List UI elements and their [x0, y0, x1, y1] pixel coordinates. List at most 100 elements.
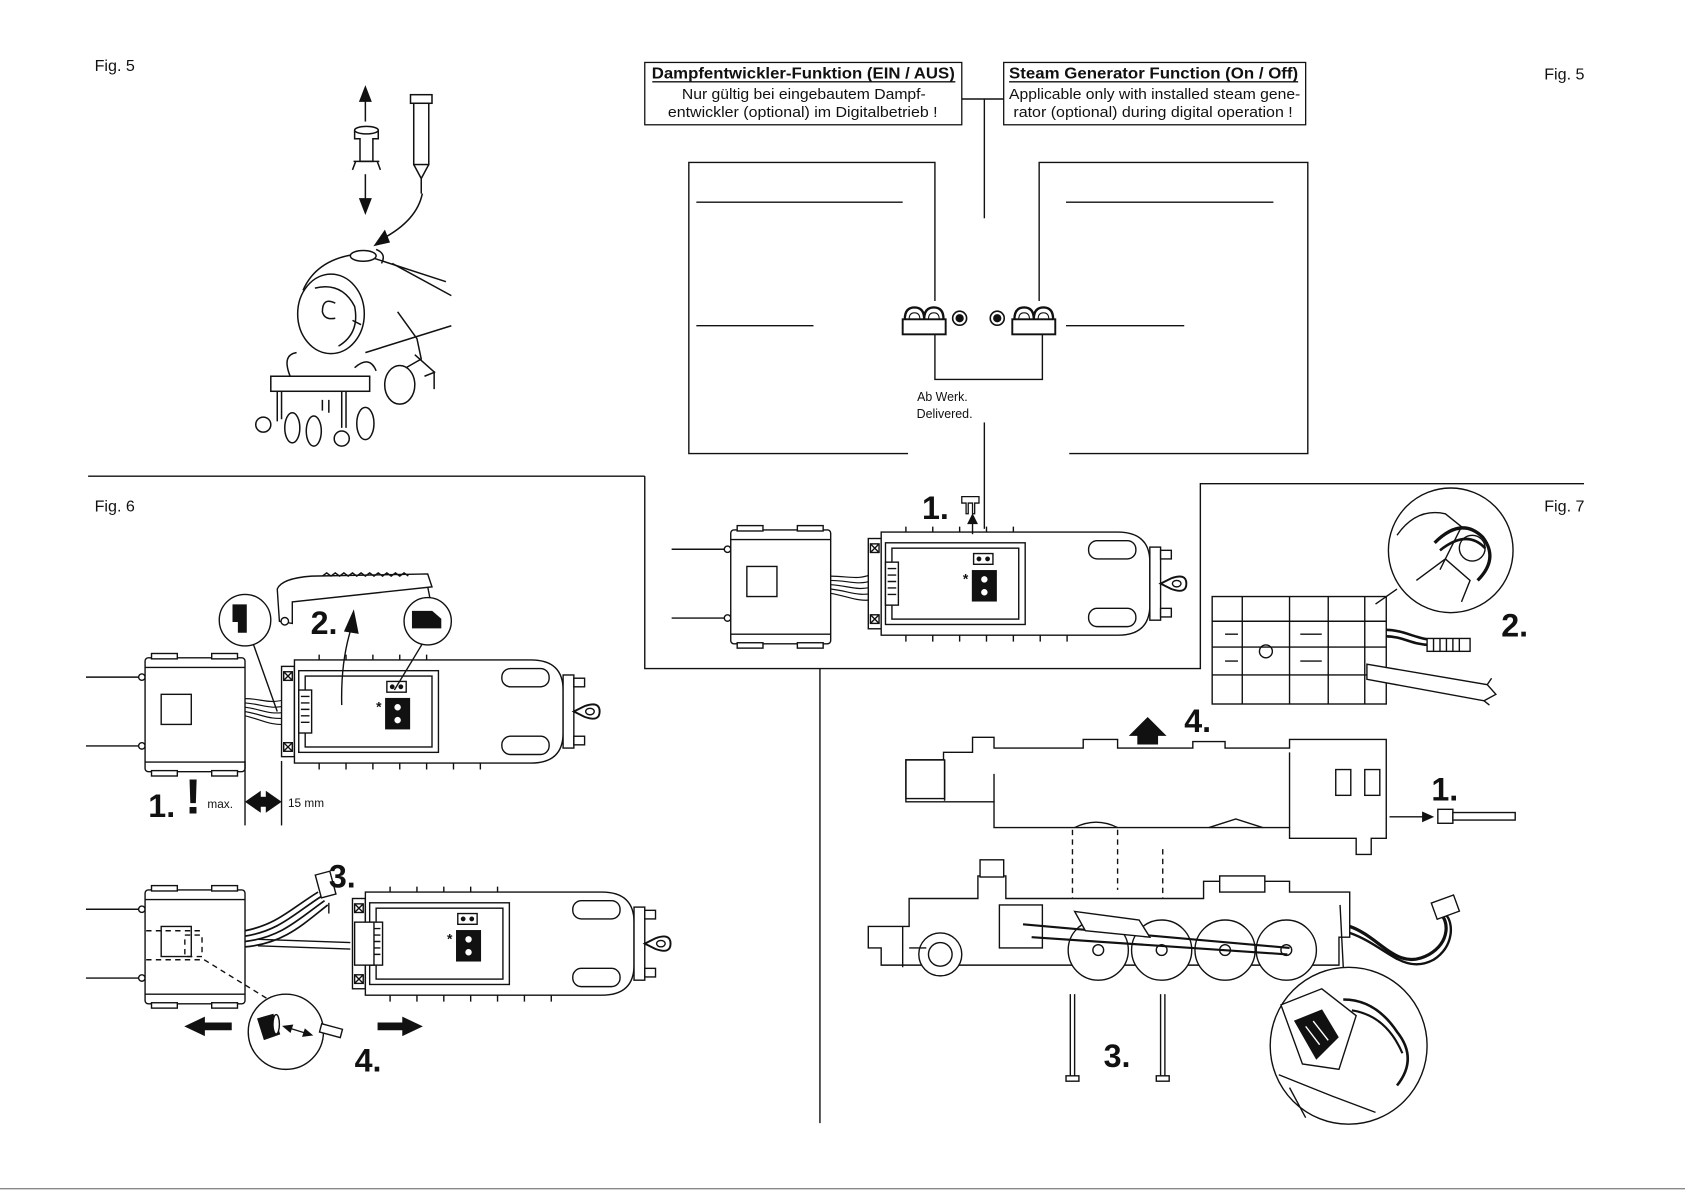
steam-generator-box-de: Dampfentwickler-Funktion (EIN / AUS) Nur…	[644, 61, 963, 126]
fig6-max-label: max.	[207, 797, 233, 811]
fig5-smoke-unit-drawing	[255, 85, 452, 447]
door-handle	[321, 300, 336, 320]
jumper-pair-on-icon	[1011, 306, 1057, 336]
figure-label-fig5-right: Fig. 5	[1544, 66, 1584, 84]
coupling-rod	[1031, 936, 1288, 956]
center-step-1-label: 1.	[922, 490, 949, 526]
steam-generator-title-en: Steam Generator Function (On / Off)	[1009, 65, 1298, 83]
steam-jumper-plug-icon	[961, 495, 980, 515]
figure-label-fig5-left: Fig. 5	[95, 57, 135, 75]
fig6-step-2-label: 2.	[311, 605, 338, 641]
tender-cable-bundle	[830, 573, 873, 601]
lift-body-arrow-icon	[1128, 716, 1167, 745]
wire	[1386, 628, 1430, 641]
fig6-gap-label: 15 mm	[288, 796, 324, 810]
air-pump	[979, 859, 1005, 878]
wire	[1386, 635, 1430, 647]
curved-arrow-icon	[373, 193, 424, 247]
smokebox-door	[296, 273, 366, 355]
chimney-opening	[349, 249, 377, 263]
jumper-pin-icon	[989, 310, 1006, 327]
fig7-step-1-label: 1.	[1431, 772, 1458, 808]
factory-setting-label-de: Ab Werk.	[917, 389, 968, 404]
driving-wheel	[1255, 919, 1318, 981]
shell-texture	[321, 572, 409, 577]
steam-generator-title-de: Dampfentwickler-Funktion (EIN / AUS)	[652, 65, 955, 83]
steam-generator-note-en-line2: rator (optional) during digital operatio…	[1013, 105, 1292, 121]
tender-cable-bundle	[244, 891, 329, 948]
wire-connector	[1430, 894, 1461, 921]
arrow-up-icon	[358, 85, 372, 122]
buffer-beam	[270, 375, 371, 393]
smoke-deflector	[396, 311, 423, 369]
jumper-pair-off-icon	[901, 306, 947, 336]
cable-plug	[314, 870, 337, 899]
fig6-top-drawing	[85, 572, 601, 826]
buffer	[255, 416, 272, 433]
wheel	[284, 412, 301, 444]
fig7-step-3-label: 3.	[1104, 1038, 1131, 1074]
fig6-bottom-drawing	[85, 870, 672, 1071]
inset-zoom-callout	[1375, 487, 1514, 614]
fig7-drawing	[867, 487, 1516, 1125]
arrow-down-icon	[358, 174, 372, 215]
cab-window	[1335, 768, 1352, 797]
steam-generator-note-de-line1: Nur gültig bei eingebautem Dampf-	[682, 87, 926, 103]
dome	[1218, 875, 1266, 893]
fig7-step-4-label: 4.	[1184, 703, 1211, 739]
mounting-screw	[1065, 994, 1080, 1082]
coupler	[1437, 808, 1454, 824]
detail-callout-right	[393, 596, 453, 691]
hidden-drawbar-socket	[146, 930, 270, 1001]
drawbar-zoom-callout	[247, 993, 344, 1071]
removed-shell	[276, 572, 433, 626]
steam-generator-note-en-line1: Applicable only with installed steam gen…	[1009, 87, 1300, 103]
jumper-pin-icon	[951, 310, 968, 327]
drawbar	[257, 938, 351, 950]
chassis-side-view	[867, 859, 1351, 981]
figure-label-fig6: Fig. 6	[95, 498, 135, 516]
mounting-screw	[1155, 994, 1170, 1082]
cab-window	[1364, 768, 1381, 797]
panel-dividers	[0, 475, 1685, 1190]
wheel	[356, 406, 375, 441]
fig6-step-3-label: 3.	[329, 859, 356, 895]
pull-left-arrow-icon	[184, 1016, 232, 1037]
jumper-setting-diagram	[688, 98, 1309, 529]
pry-tool	[1366, 663, 1497, 702]
steam-generator-box-en: Steam Generator Function (On / Off) Appl…	[1003, 61, 1307, 126]
center-loco-top-view	[670, 495, 1188, 649]
decoder-wire-harness	[1349, 894, 1461, 966]
wheel	[305, 415, 323, 447]
setting-frame-right	[1038, 161, 1309, 455]
cylinder	[383, 364, 416, 405]
dimension-arrow-icon	[265, 790, 282, 813]
loco-cable-socket	[353, 921, 375, 966]
detail-callout-left	[218, 593, 278, 712]
arrow-up-icon	[967, 513, 978, 535]
dimension-arrow-icon	[244, 790, 261, 813]
guide-dashed-lines	[1071, 829, 1164, 899]
chimney-insert	[351, 125, 382, 171]
factory-setting-bracket	[934, 334, 1044, 381]
figure-label-fig7: Fig. 7	[1544, 498, 1584, 516]
fig6-step-1-label: 1.	[148, 788, 175, 824]
smoke-fluid-pipette	[409, 93, 433, 194]
locomotive-front-view	[255, 248, 452, 447]
frame-inset-top-view	[1211, 595, 1497, 706]
gap-dimension	[244, 760, 283, 826]
buffer	[333, 430, 351, 447]
fig6-warning-icon: !	[185, 770, 201, 825]
pull-right-arrow-icon	[377, 1016, 423, 1037]
clip-zoom-callout	[1269, 904, 1428, 1125]
fig6-step-4-label: 4.	[355, 1043, 382, 1079]
fig7-step-2-label: 2.	[1501, 607, 1528, 643]
steam-generator-note-de-line2: entwickler (optional) im Digitalbetrieb …	[668, 105, 938, 121]
setting-frame-left	[688, 161, 936, 455]
loco-superstructure-side-view	[905, 736, 1387, 856]
factory-setting-label-en: Delivered.	[917, 406, 973, 421]
lift-arrow-icon	[340, 609, 359, 706]
coupler-removal	[1389, 808, 1516, 824]
connecting-rod	[1022, 923, 1290, 950]
